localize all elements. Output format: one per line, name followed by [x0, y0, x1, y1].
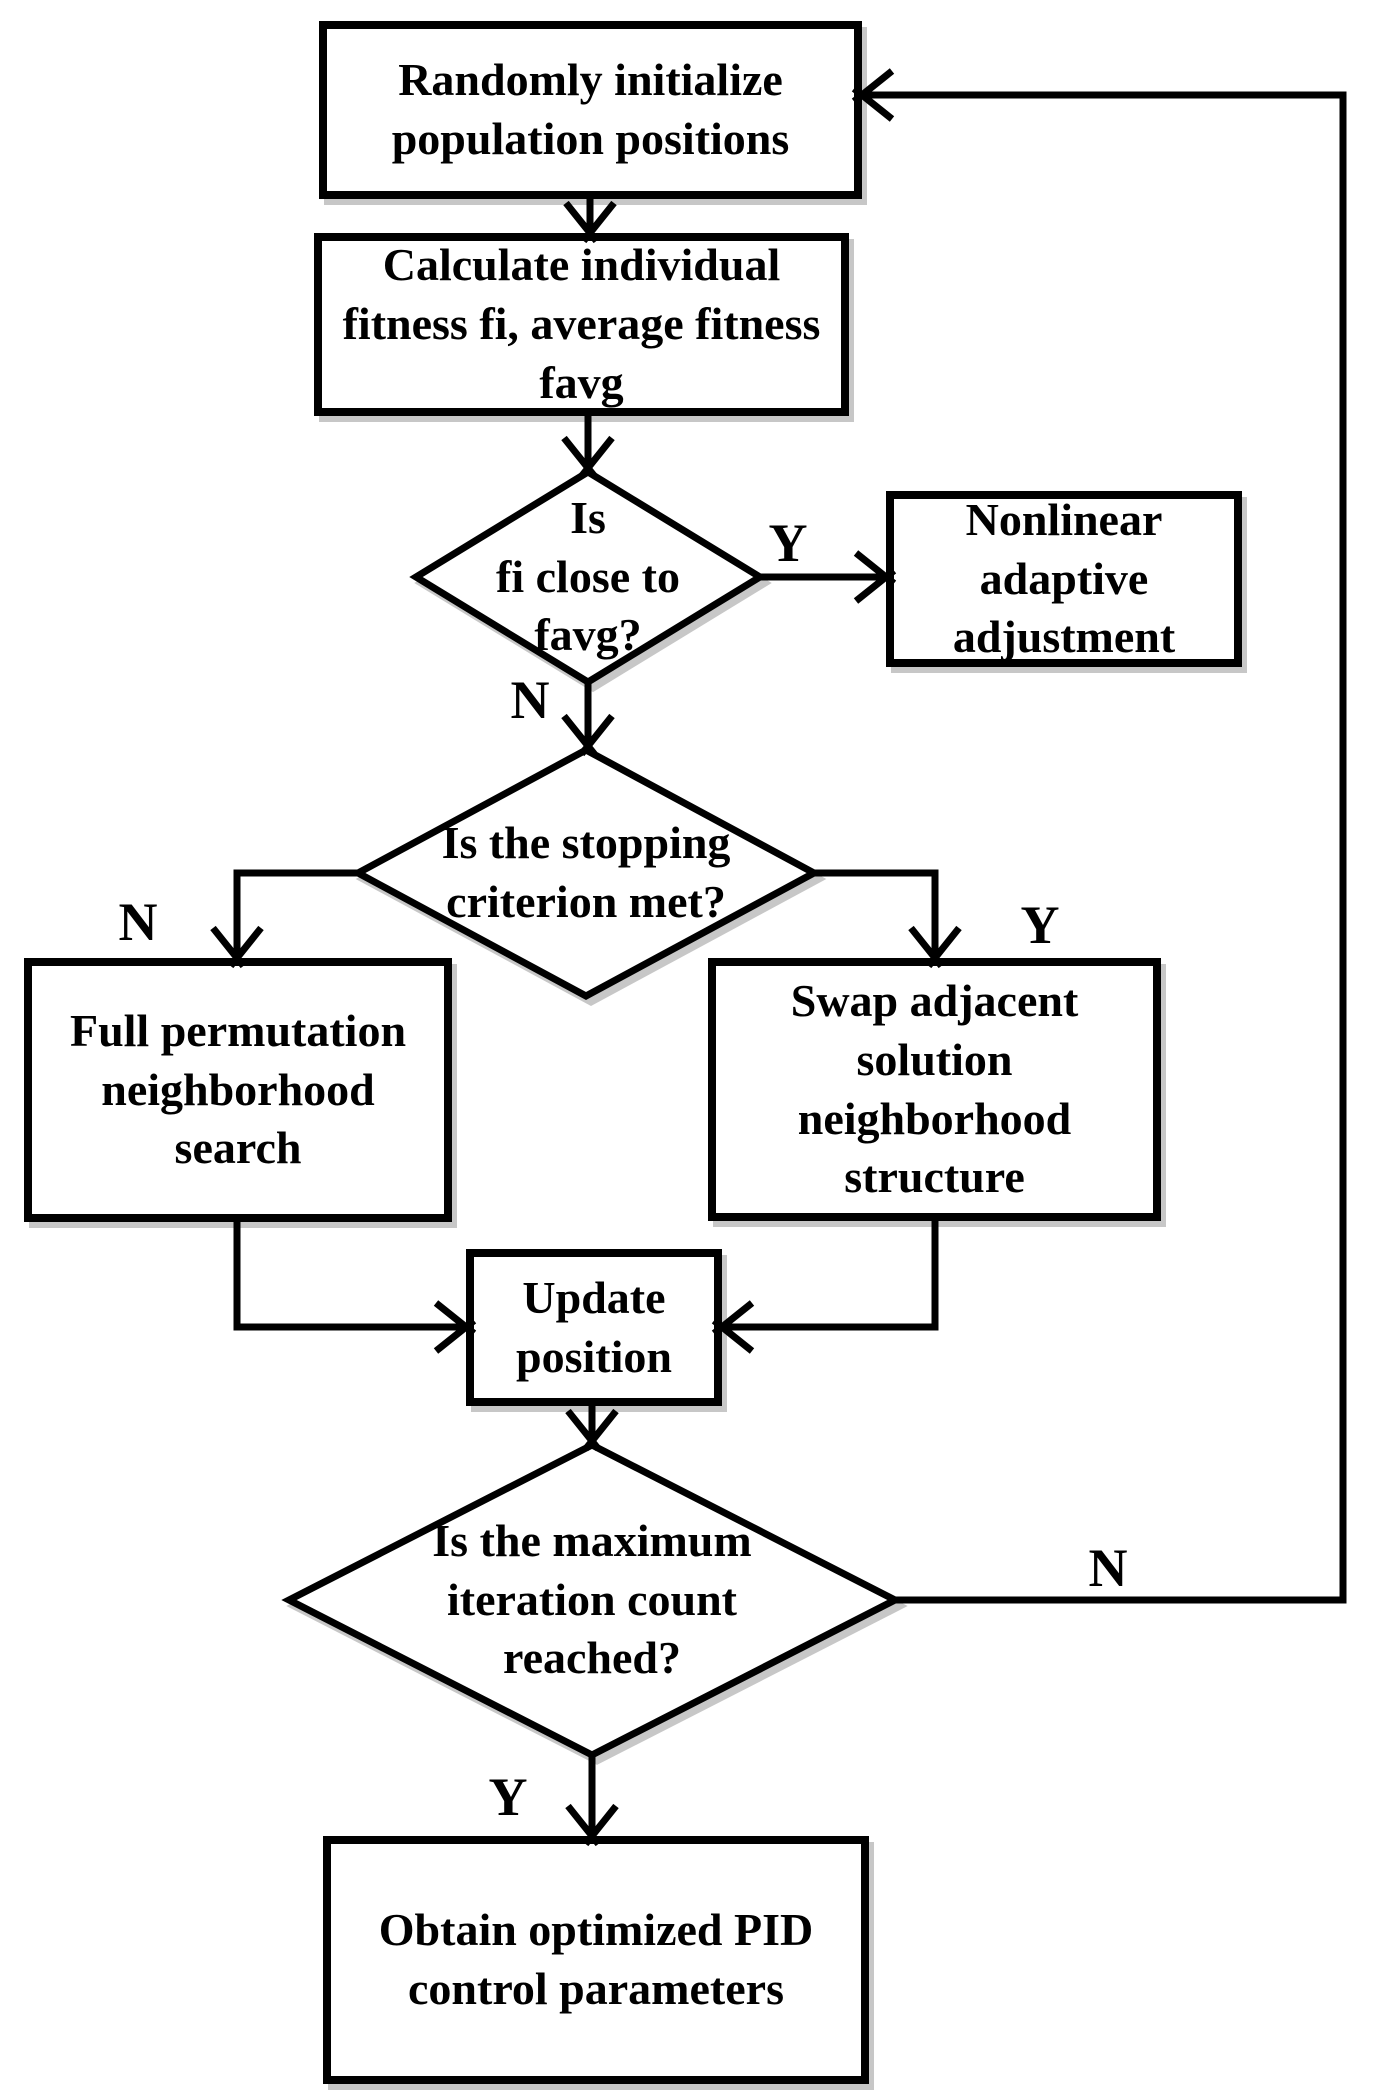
edge-max-iter-no-loop-to-init	[851, 68, 1347, 1604]
node-stopping-check-shape	[350, 746, 822, 1000]
node-update-position-shape	[466, 1249, 722, 1406]
edge-full-permutation-to-update	[233, 1218, 477, 1354]
node-full-permutation-shape	[24, 958, 452, 1222]
edge-stopping-yes-to-swap-adjacent	[814, 869, 962, 969]
node-swap-adjacent-shape	[708, 958, 1161, 1221]
edge-swap-adjacent-to-update	[711, 1217, 939, 1354]
node-calc-fitness-shape	[314, 233, 849, 416]
node-nonlinear-shape	[886, 491, 1242, 667]
node-fitness-check-shape	[409, 467, 767, 687]
node-init-shape	[319, 21, 862, 199]
edge-stopping-no-to-full-permutation	[210, 869, 358, 969]
node-max-iter-check-shape	[281, 1441, 903, 1759]
node-obtain-pid-shape	[323, 1836, 869, 2084]
